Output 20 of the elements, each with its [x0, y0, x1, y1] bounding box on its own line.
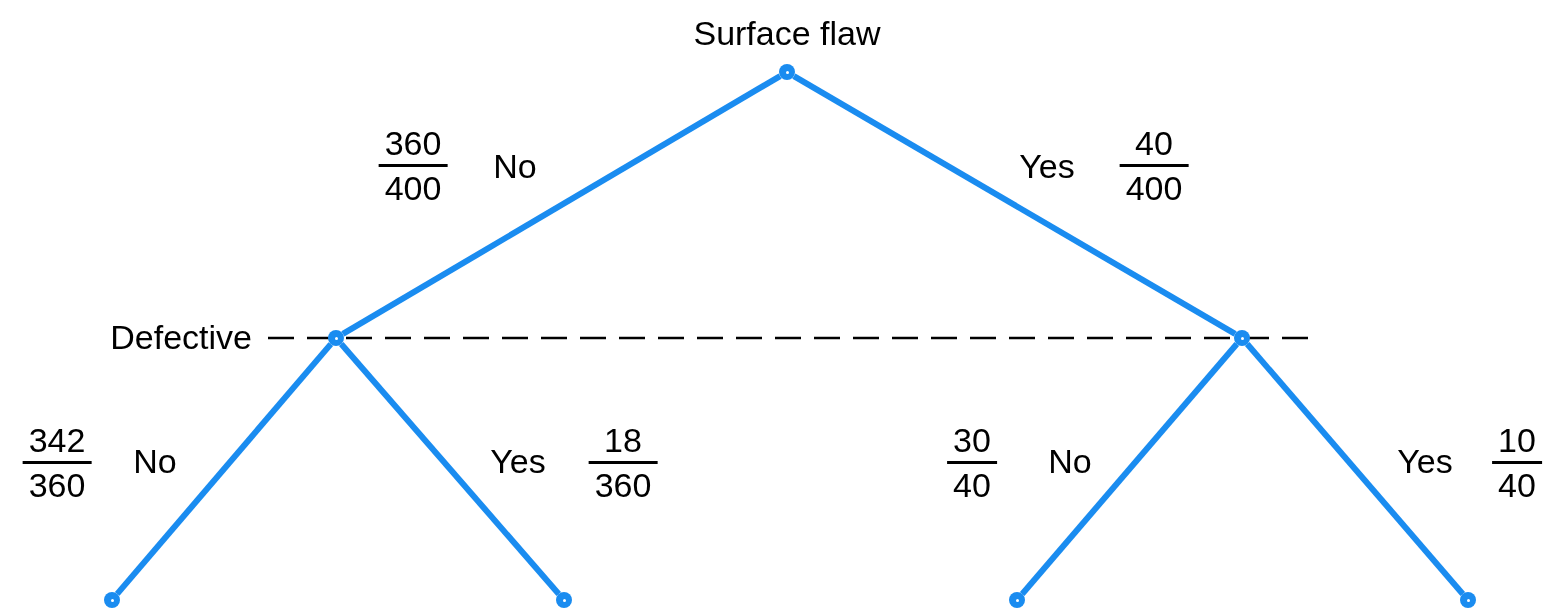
fraction-denominator: 360 — [27, 467, 87, 503]
fraction-denominator: 40 — [952, 467, 992, 503]
fraction-denominator: 400 — [1124, 170, 1184, 206]
fraction-numerator: 10 — [1497, 422, 1537, 458]
fraction-numerator: 360 — [383, 125, 443, 161]
fraction-numerator: 18 — [603, 422, 643, 458]
fraction-denominator: 360 — [593, 467, 653, 503]
fraction-denominator: 400 — [383, 170, 443, 206]
branch-line — [114, 342, 334, 596]
fraction-denominator: 40 — [1497, 467, 1537, 503]
fraction-numerator: 342 — [27, 422, 87, 458]
branch-line — [341, 73, 782, 337]
branch-line — [339, 342, 561, 596]
branch-line — [1019, 342, 1240, 596]
node-title: Surface flaw — [693, 16, 881, 50]
fraction-numerator: 40 — [1134, 125, 1174, 161]
branch-line — [1244, 342, 1466, 596]
level-label: Defective — [110, 320, 252, 354]
fraction-numerator: 30 — [952, 422, 992, 458]
branch-line — [792, 73, 1237, 337]
